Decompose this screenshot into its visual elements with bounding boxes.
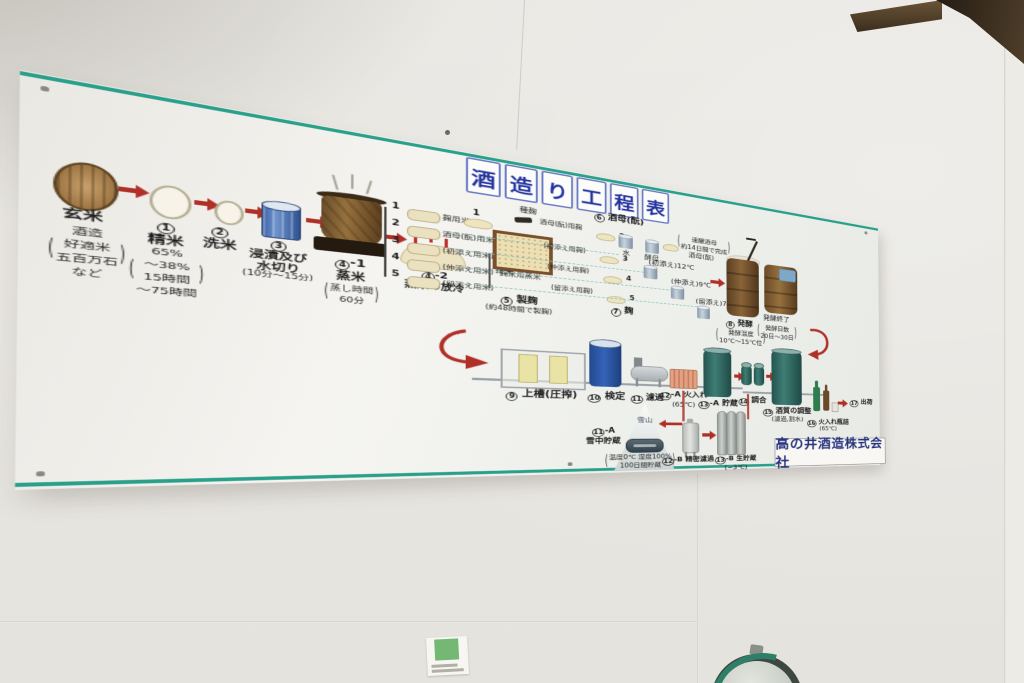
paren: ( [47, 234, 55, 262]
cloth-cover-icon [778, 268, 796, 283]
storage-tank-icon [703, 349, 732, 398]
arrow-icon [702, 433, 711, 437]
water-tub-icon [618, 235, 633, 250]
addition-tub-icon [643, 266, 658, 280]
snow-tank-icon [625, 438, 664, 453]
addition-tub-icon [670, 287, 685, 300]
wall-sticker [426, 635, 469, 677]
rice-dest-num: 2 [391, 218, 400, 229]
yeast-tub-icon [645, 240, 659, 255]
polished-rice-icon [149, 183, 192, 222]
wall-seam-right [1004, 0, 1006, 683]
rice-dest-num: 5 [391, 269, 400, 279]
screw-icon [40, 85, 50, 92]
screw-icon [36, 471, 45, 477]
mountain-label: 雪山 [637, 416, 653, 425]
clock-face [718, 661, 796, 683]
koji-dest-label: (初添え用麹) [543, 242, 586, 255]
wall-panel-right [1006, 0, 1024, 683]
rice-dest-num: 4 [391, 252, 400, 263]
bracket-line [384, 206, 387, 277]
steam-icon [365, 180, 373, 195]
company-name: 高の井酒造株式会社 [774, 436, 886, 470]
addition1-label: (初添え)12℃ [648, 258, 695, 273]
soaking-bucket-icon [261, 201, 302, 242]
inspection-tank-icon [589, 342, 622, 388]
down-curve-arrow-icon [431, 325, 489, 372]
wall-nail [445, 130, 450, 135]
poster-title: 酒 造 り 工 程 表 [465, 156, 670, 225]
left-arrow-icon [665, 422, 683, 426]
addition-tub-icon [697, 307, 710, 320]
title-char: 工 [576, 176, 607, 215]
arrow-icon [245, 208, 259, 215]
branch-line [746, 393, 750, 420]
arrow-icon [734, 374, 740, 378]
arrow-icon [837, 401, 844, 405]
blending-tank-icon [753, 365, 765, 386]
step16-note: (65℃) [819, 426, 837, 433]
wall-seam-bottom [0, 621, 698, 623]
step17-label: 17 出荷 [849, 398, 873, 408]
step13a-label: 13-A 貯蔵 [698, 398, 738, 410]
paddle-handle-icon [746, 237, 756, 241]
screw-icon [567, 462, 573, 467]
steam-icon [351, 173, 354, 190]
wall-seam-center [697, 474, 699, 683]
green-bottle-icon [813, 387, 821, 412]
thermometer-pin-icon [444, 238, 448, 248]
adjustment-tank-icon [771, 350, 802, 406]
press-machine-icon [500, 348, 586, 391]
poster-top-frame [19, 70, 879, 231]
fermentation-vat-icon [726, 257, 759, 319]
arrow-icon [194, 199, 209, 207]
step7-label: 7 麹 [603, 305, 640, 319]
sticker-green-square [434, 638, 460, 661]
title-char: 造 [504, 163, 538, 204]
screw-icon [864, 231, 868, 235]
koji-pile-icon [599, 255, 619, 265]
arrow-icon [118, 186, 138, 194]
step14-label: 14 調合 [738, 396, 767, 407]
steam-icon [331, 174, 339, 190]
pasteurizer-icon [669, 368, 698, 390]
press-plate-icon [518, 353, 538, 384]
ceiling-beam-icon [850, 0, 942, 32]
rice-sack-icon [407, 225, 441, 241]
rice-dest-num: 3 [391, 235, 400, 246]
raw-storage-cylinder-icon [735, 411, 746, 456]
arrow-icon [766, 374, 771, 378]
step9-label: 9 上槽(圧搾) [497, 388, 586, 403]
sticker-text-line [431, 668, 464, 673]
brown-bottle-icon [823, 390, 830, 411]
pile1-num: 1 [472, 208, 480, 218]
rice-sack-icon [407, 208, 441, 225]
step13b-label: 13-B 生貯蔵 (−3℃) [715, 454, 757, 472]
koji-pile-icon [596, 232, 616, 243]
title-char: 酒 [465, 156, 501, 198]
rice-pile-icon [463, 217, 493, 231]
press-plate-icon [549, 355, 568, 385]
title-char: り [541, 170, 573, 209]
loop-arrow-icon [806, 326, 831, 361]
clock-rim-icon [708, 651, 806, 683]
round-object [708, 651, 806, 683]
filter-leg-icon [658, 379, 661, 388]
koji-dest-num: 4 [626, 275, 632, 283]
blending-tank-icon [741, 364, 752, 386]
arrow-icon [306, 217, 322, 225]
fine-filter-vessel-icon [682, 422, 700, 454]
koji-tray-icon [492, 229, 553, 276]
branch-line [682, 390, 685, 422]
hanging-wire [516, 0, 525, 150]
tanekoji-icon [514, 217, 533, 223]
rice-dest-num: 1 [391, 201, 400, 212]
sticker-text-line [431, 663, 458, 668]
filter-leg-icon [635, 378, 639, 387]
